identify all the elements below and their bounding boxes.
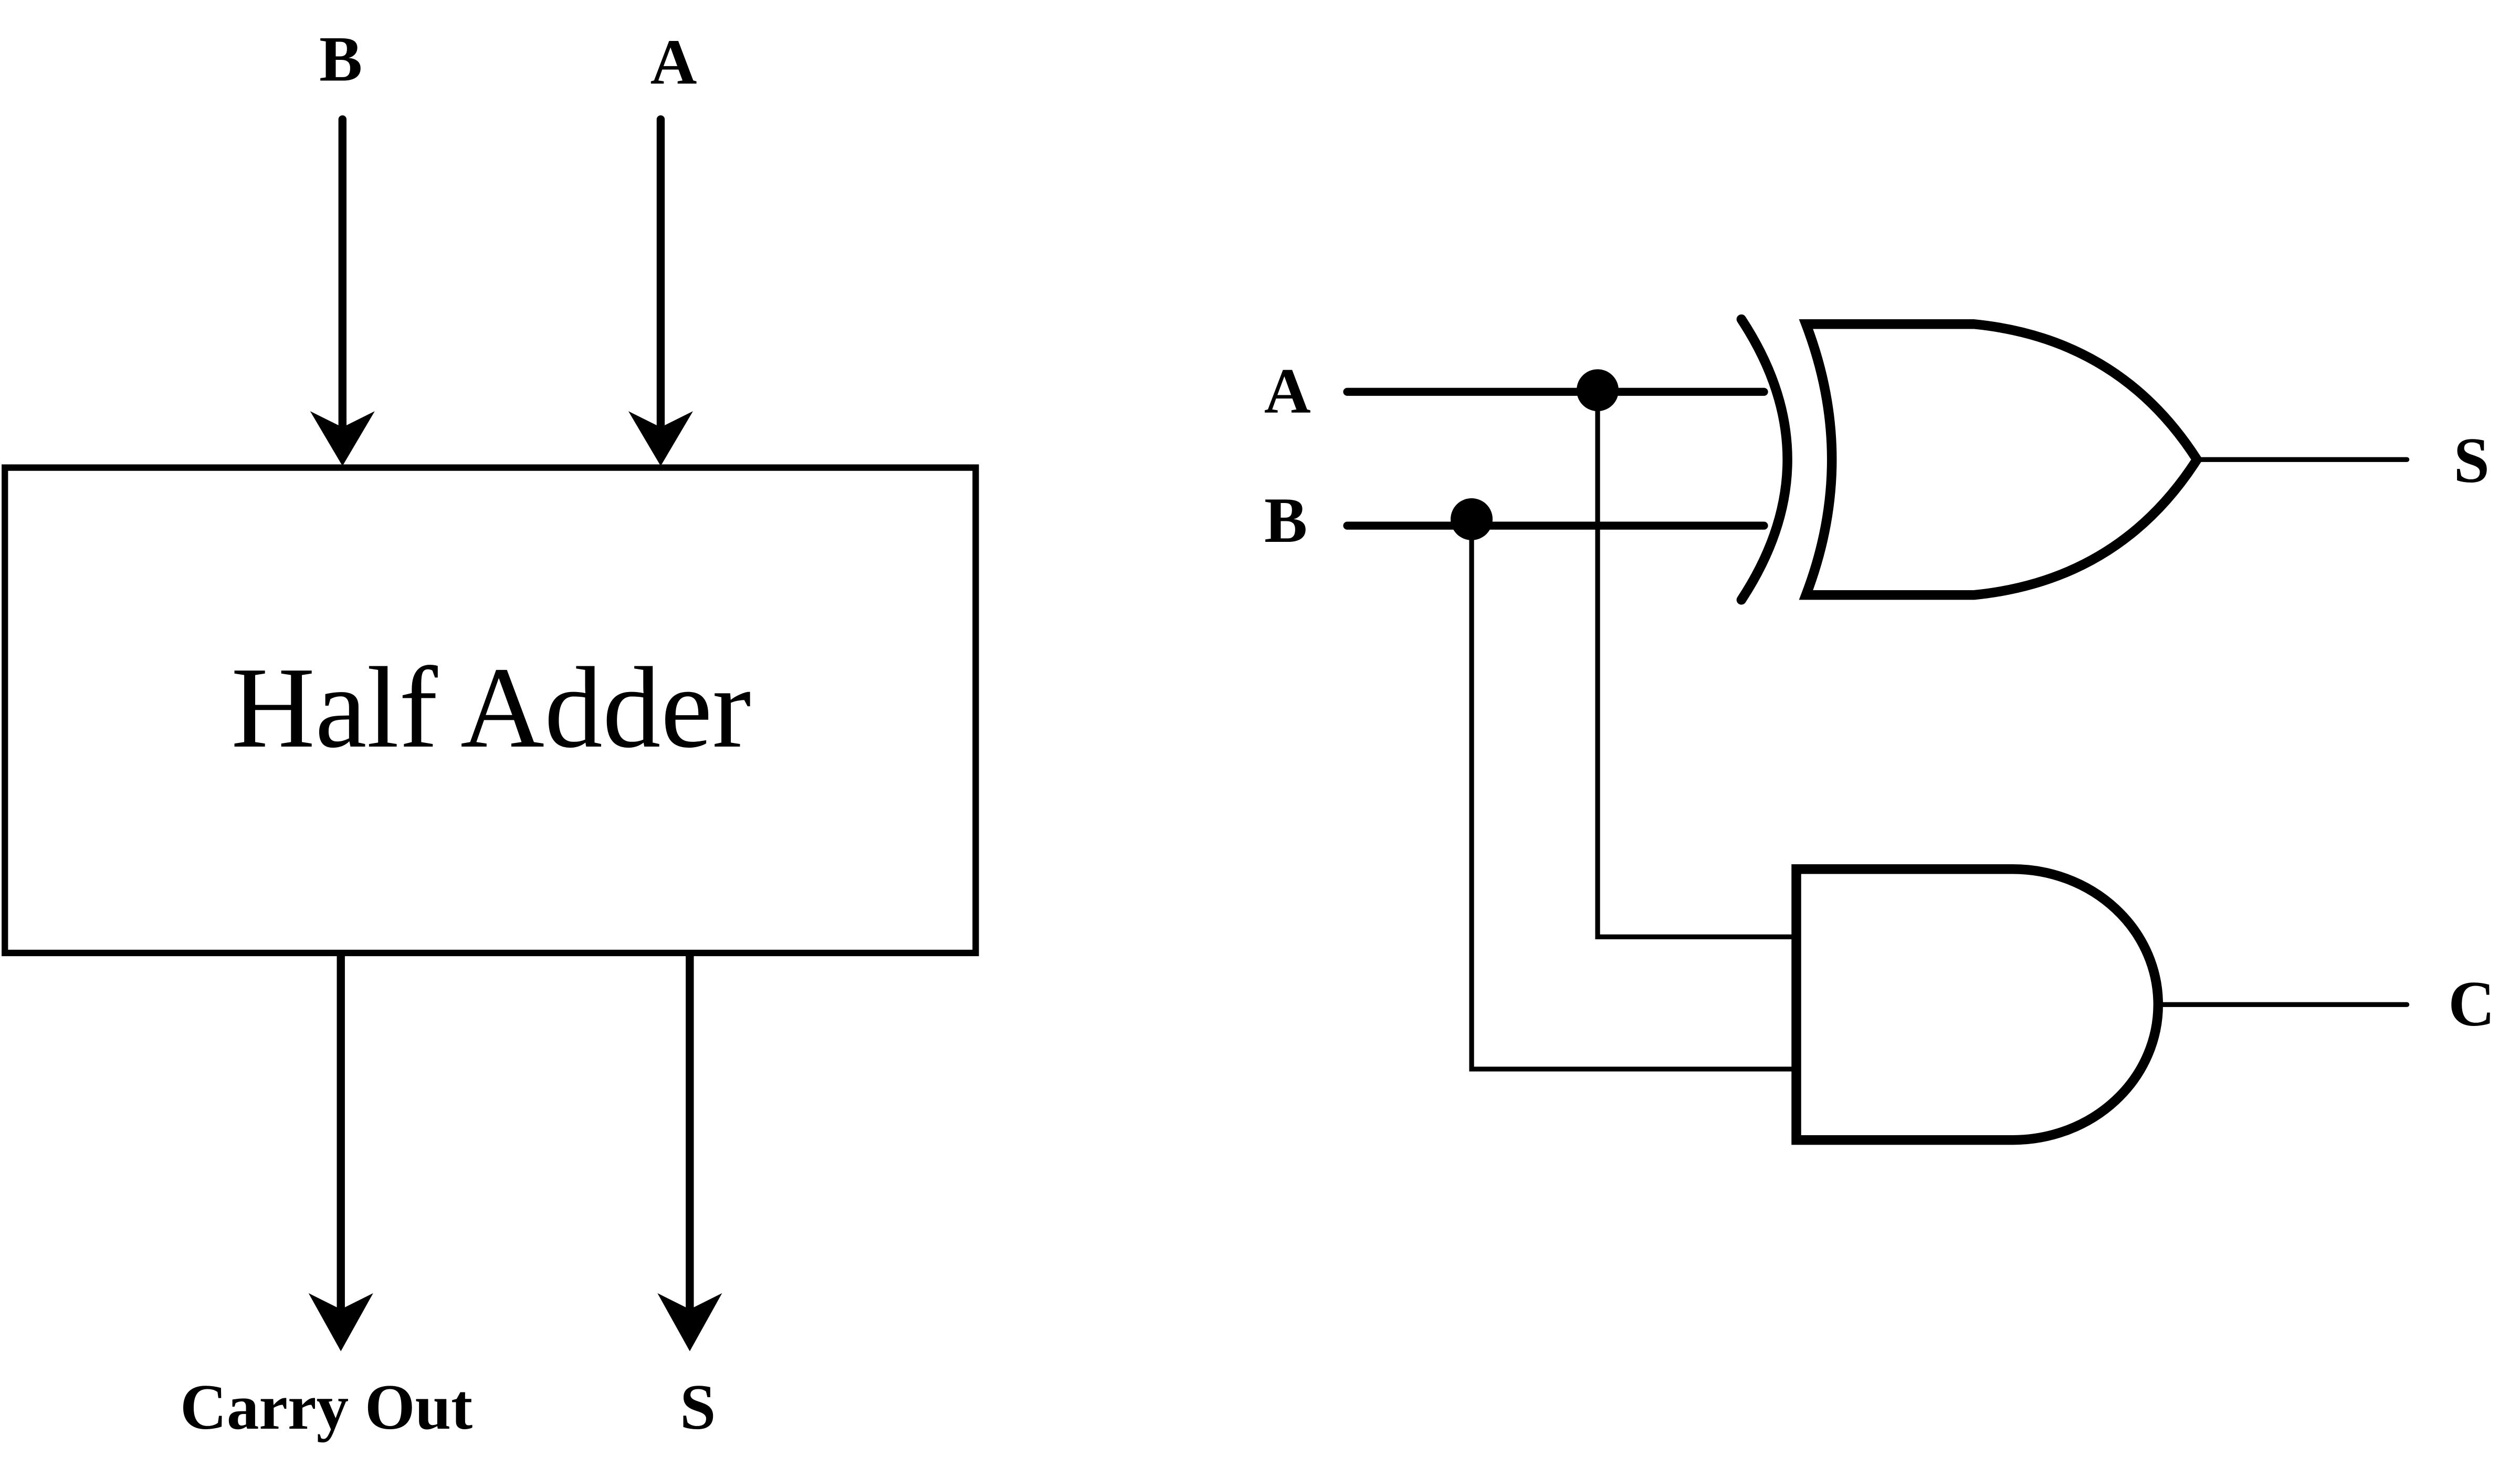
block-carry-out-label: Carry Out: [180, 1371, 472, 1443]
half-adder-gate-circuit: A B S C: [1264, 314, 2495, 1145]
circuit-output-c-label: C: [2448, 968, 2495, 1040]
half-adder-block-diagram: B A Half Adder Carry Out S: [2, 23, 979, 1443]
half-adder-title: Half Adder: [231, 643, 751, 772]
and-gate: [1791, 864, 2163, 1145]
block-input-a-arrow: [628, 115, 693, 466]
wire-b-branch-to-and: [1469, 517, 1799, 1072]
circuit-input-a-label: A: [1264, 355, 1311, 427]
block-carry-out-arrow: [308, 952, 373, 1352]
block-s-out-label: S: [680, 1371, 716, 1443]
circuit-input-b-label: B: [1264, 484, 1307, 556]
circuit-output-s-label: S: [2453, 424, 2489, 496]
junction-dot-b: [1451, 498, 1493, 540]
block-input-a-label: A: [650, 26, 697, 98]
xor-gate: [1736, 314, 2203, 605]
block-input-b-arrow: [310, 115, 375, 466]
half-adder-box: [2, 464, 979, 957]
block-input-b-label: B: [319, 23, 362, 95]
junction-dot-a: [1577, 369, 1619, 412]
block-s-out-arrow: [657, 952, 722, 1352]
wire-a-branch-to-and: [1595, 389, 1799, 939]
